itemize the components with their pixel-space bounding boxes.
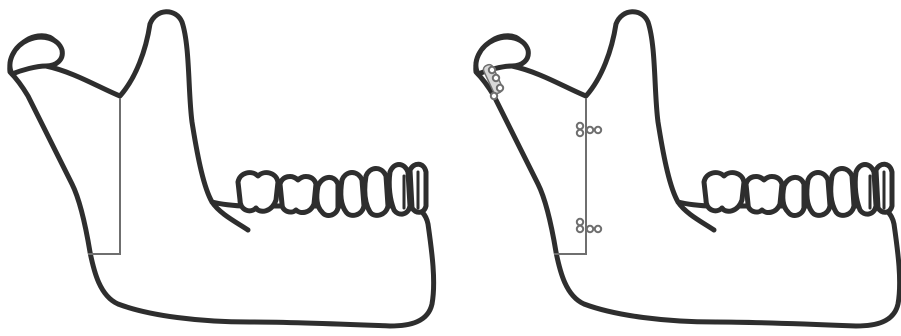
tooth-icon	[704, 164, 892, 215]
osteotomy-panel	[10, 12, 434, 326]
fixation-panel	[476, 12, 900, 326]
tooth-icon	[238, 164, 426, 215]
